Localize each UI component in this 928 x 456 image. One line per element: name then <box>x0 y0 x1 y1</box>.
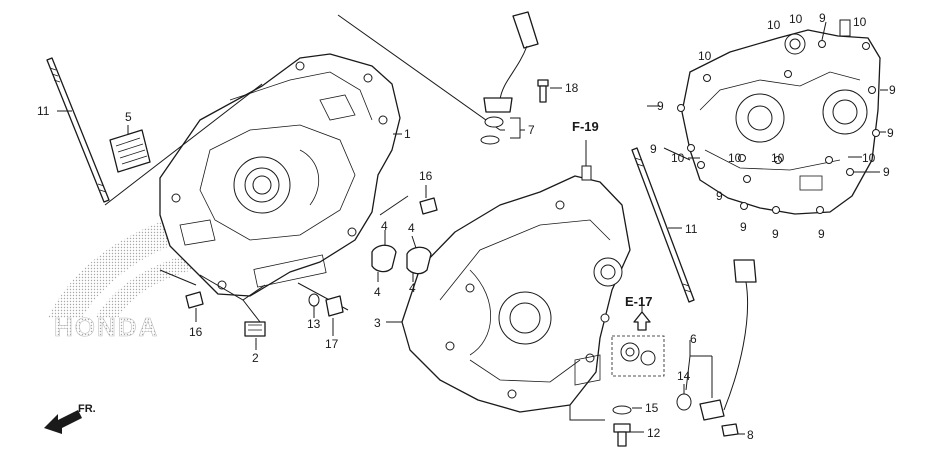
dowel-pins <box>185 197 438 317</box>
callout-10-b: 10 <box>789 12 803 26</box>
callout-5: 5 <box>125 110 132 124</box>
callout-13: 13 <box>307 317 321 331</box>
o-ring-14 <box>676 393 692 411</box>
callout-14: 14 <box>677 369 691 383</box>
callout-16-top: 16 <box>419 169 433 183</box>
strainer-screen <box>109 129 151 173</box>
callout-10-e: 10 <box>671 151 685 165</box>
group-bracket-lines <box>104 14 605 421</box>
oil-drain-bolt <box>244 321 266 337</box>
callout-11-right: 11 <box>685 222 698 236</box>
callout-1: 1 <box>404 127 411 141</box>
callout-4-d: 4 <box>409 281 416 295</box>
left-crankcase-half <box>159 53 401 297</box>
callout-4-c: 4 <box>374 285 381 299</box>
callout-10-d: 10 <box>698 49 712 63</box>
washer-15-bolt-12 <box>612 405 632 447</box>
washer-13 <box>308 293 320 307</box>
callout-9-left-1: 9 <box>657 99 664 113</box>
front-label: FR. <box>78 403 96 415</box>
callout-9-bottom-2: 9 <box>772 227 779 241</box>
oil-dipstick <box>480 11 539 145</box>
seal-set-e17 <box>611 311 665 377</box>
callout-9-bottom-1: 9 <box>740 220 747 234</box>
callout-3: 3 <box>374 316 381 330</box>
callout-18: 18 <box>565 81 579 95</box>
ref-f19: F-19 <box>572 119 599 134</box>
callout-9-bottom-3: 9 <box>818 227 825 241</box>
cover-bolt-holes <box>677 40 880 214</box>
callout-numbers: 11 5 1 16 4 4 4 4 16 2 13 17 3 18 7 F-19… <box>37 11 896 442</box>
crankcase-cover-view <box>677 19 881 215</box>
bolt-18 <box>537 79 549 103</box>
callout-6: 6 <box>690 332 697 346</box>
leader-lines <box>57 21 888 435</box>
callout-17: 17 <box>325 337 339 351</box>
callout-16-bottom: 16 <box>189 325 203 339</box>
callout-11-left: 11 <box>37 104 50 118</box>
callout-10-f: 10 <box>728 151 742 165</box>
callout-10-a: 10 <box>767 18 781 32</box>
callout-9-right-2: 9 <box>887 126 894 140</box>
callout-7: 7 <box>528 123 535 137</box>
callout-8: 8 <box>747 428 754 442</box>
honda-wordmark: HONDA <box>54 312 159 342</box>
stud-bolt-right <box>631 147 695 303</box>
callout-12: 12 <box>647 426 661 440</box>
callout-9-mid: 9 <box>716 189 723 203</box>
callout-9-top: 9 <box>819 11 826 25</box>
callout-4-a: 4 <box>381 219 388 233</box>
callout-9-right-3: 9 <box>883 165 890 179</box>
front-arrow-icon <box>44 410 82 434</box>
callout-9-right-1: 9 <box>889 83 896 97</box>
callout-2: 2 <box>252 351 259 365</box>
front-direction-marker: FR. <box>44 403 96 434</box>
callout-4-b: 4 <box>408 221 415 235</box>
stud-bolt-left <box>46 57 110 203</box>
callout-15: 15 <box>645 401 659 415</box>
bearings-4 <box>371 244 432 275</box>
callout-10-g: 10 <box>771 151 785 165</box>
right-crankcase-half <box>401 165 631 413</box>
callout-10-c: 10 <box>853 15 867 29</box>
callout-10-h: 10 <box>862 151 876 165</box>
callout-9-left-2: 9 <box>650 142 657 156</box>
sensor-harness <box>699 259 757 437</box>
ref-e17: E-17 <box>625 294 652 309</box>
